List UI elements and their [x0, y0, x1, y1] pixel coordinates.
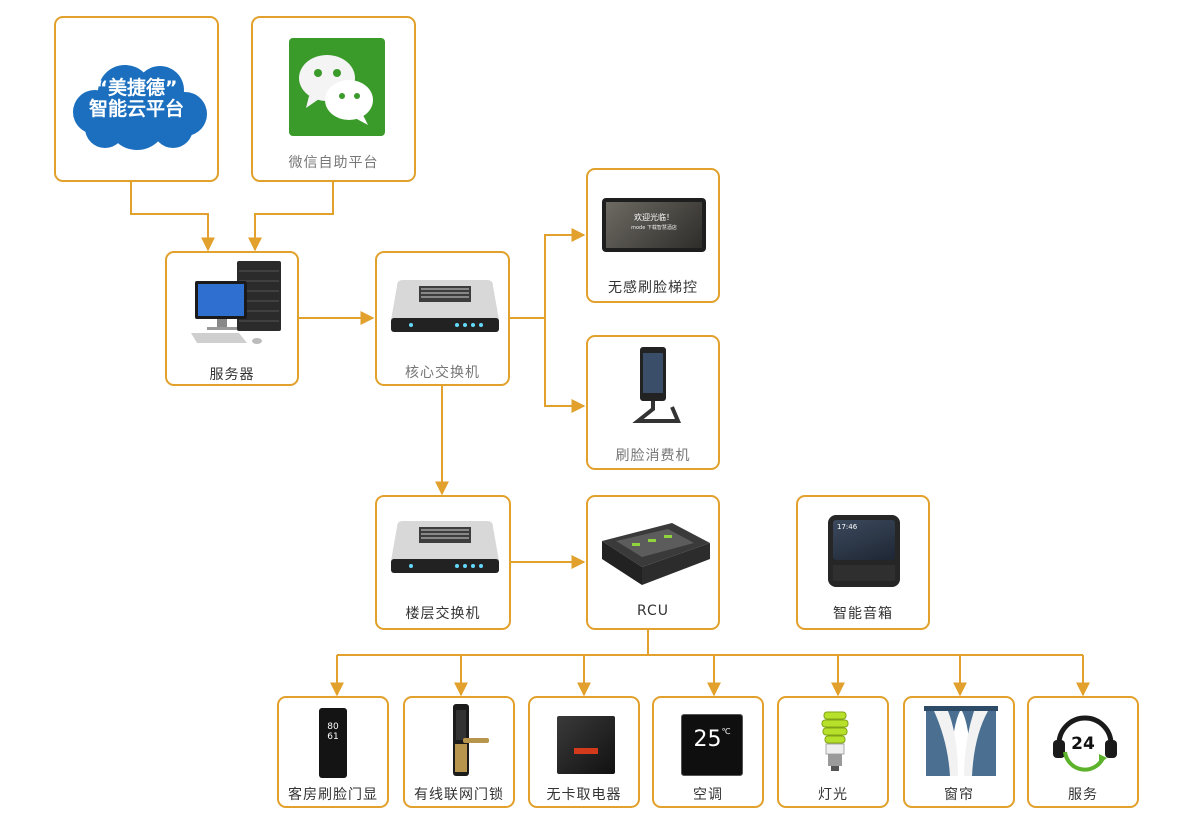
- floor-switch-icon: [391, 521, 499, 573]
- elevator-control-node: 欢迎光临！ mode 下载智慧酒店 无感刷脸梯控: [586, 168, 720, 303]
- thermostat-icon: 25℃: [681, 714, 743, 776]
- wechat-icon: [289, 38, 385, 136]
- elevator-control-label: 无感刷脸梯控: [608, 280, 698, 296]
- lighting-label: 灯光: [818, 787, 848, 803]
- door-display-node: 8061 客房刷脸门显: [277, 696, 389, 808]
- server-computer-icon: [191, 261, 281, 344]
- core-switch-node: 核心交换机: [375, 251, 510, 386]
- curtain-icon: [924, 706, 998, 776]
- rcu-node: RCU: [586, 495, 720, 630]
- cloud-platform-name: 智能云平台: [88, 98, 184, 120]
- door-display-icon: 8061: [319, 708, 347, 778]
- air-conditioner-node: 25℃ 空调: [652, 696, 764, 808]
- wechat-platform-label: 微信自助平台: [288, 155, 379, 171]
- server-node: 服务器: [165, 251, 299, 386]
- server-label: 服务器: [209, 367, 255, 383]
- rcu-label: RCU: [636, 603, 670, 619]
- core-switch-label: 核心交换机: [405, 365, 480, 381]
- rcu-controller-icon: [602, 523, 710, 585]
- service-badge-text: 24: [1071, 734, 1095, 754]
- service-node: 24 服务: [1027, 696, 1139, 808]
- air-conditioner-label: 空调: [693, 787, 723, 803]
- speaker-screen-time: 17:46: [837, 523, 858, 531]
- payment-terminal-icon: [632, 347, 682, 423]
- power-switch-label: 无卡取电器: [546, 787, 622, 803]
- power-switch-icon: [557, 716, 615, 774]
- door-display-label: 客房刷脸门显: [288, 787, 378, 803]
- face-payment-label: 刷脸消费机: [615, 448, 691, 464]
- face-payment-node: 刷脸消费机: [586, 335, 720, 470]
- door-lock-label: 有线联网门锁: [414, 787, 504, 803]
- power-switch-node: 无卡取电器: [528, 696, 640, 808]
- cloud-platform-brand: “美捷德”: [95, 77, 178, 99]
- thermostat-temperature: 25: [693, 727, 722, 752]
- door-lock-node: 有线联网门锁: [403, 696, 515, 808]
- service-label: 服务: [1068, 787, 1098, 803]
- arrow-wechat-to-server: [248, 181, 334, 252]
- curtain-label: 窗帘: [944, 787, 974, 803]
- smart-speaker-icon: 17:46: [828, 515, 900, 587]
- elevator-screen-icon: 欢迎光临！ mode 下载智慧酒店: [602, 198, 706, 252]
- service-headset-icon: [1053, 715, 1117, 772]
- wechat-platform-node: 微信自助平台: [251, 16, 416, 182]
- arrow-branch-to-elevator: [544, 228, 586, 318]
- arrow-cloud-to-server: [130, 181, 215, 252]
- elevator-screen-subtitle: mode 下载智慧酒店: [631, 225, 677, 231]
- cloud-platform-node: “美捷德” 智能云平台: [54, 16, 219, 182]
- curtain-node: 窗帘: [903, 696, 1015, 808]
- bulb-icon: [821, 711, 849, 771]
- cloud-icon: [73, 65, 207, 150]
- elevator-screen-welcome: 欢迎光临！: [634, 213, 674, 222]
- floor-switch-node: 楼层交换机: [375, 495, 511, 630]
- door-lock-icon: [453, 704, 489, 776]
- lighting-node: 灯光: [777, 696, 889, 808]
- floor-switch-label: 楼层交换机: [405, 606, 481, 622]
- cloud-platform-title: “美捷德” 智能云平台: [56, 78, 217, 120]
- smart-speaker-label: 智能音箱: [833, 606, 893, 622]
- door-display-number: 8061: [327, 722, 339, 742]
- smart-speaker-node: 17:46 智能音箱: [796, 495, 930, 630]
- thermostat-unit: ℃: [721, 727, 731, 736]
- core-switch-icon: [391, 280, 499, 332]
- arrow-branch-to-consumer: [544, 318, 586, 413]
